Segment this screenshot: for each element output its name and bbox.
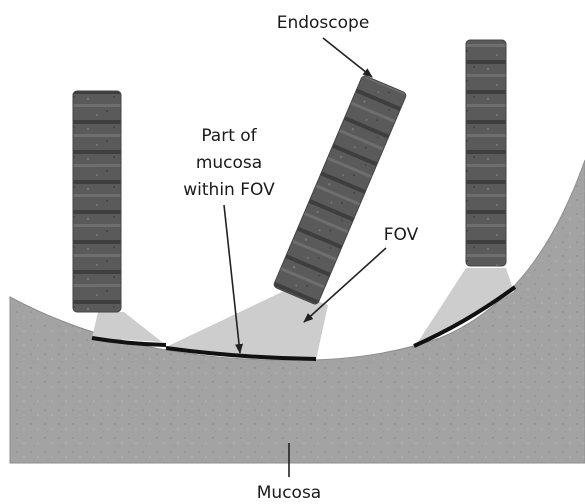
mucosa-label: Mucosa <box>257 483 321 503</box>
part-of-mucosa-label-line1: Part of <box>201 126 257 146</box>
endoscope-left <box>73 91 121 312</box>
part-of-mucosa-label-line2: mucosa <box>196 153 262 173</box>
endoscope-center <box>273 75 407 305</box>
part-of-mucosa-label-line3: within FOV <box>183 180 275 200</box>
endoscope-arrow <box>323 38 372 77</box>
endoscope-label: Endoscope <box>277 13 370 33</box>
fov-label: FOV <box>384 225 419 245</box>
endoscope-right <box>466 40 506 266</box>
fov-cone-left <box>92 312 162 342</box>
